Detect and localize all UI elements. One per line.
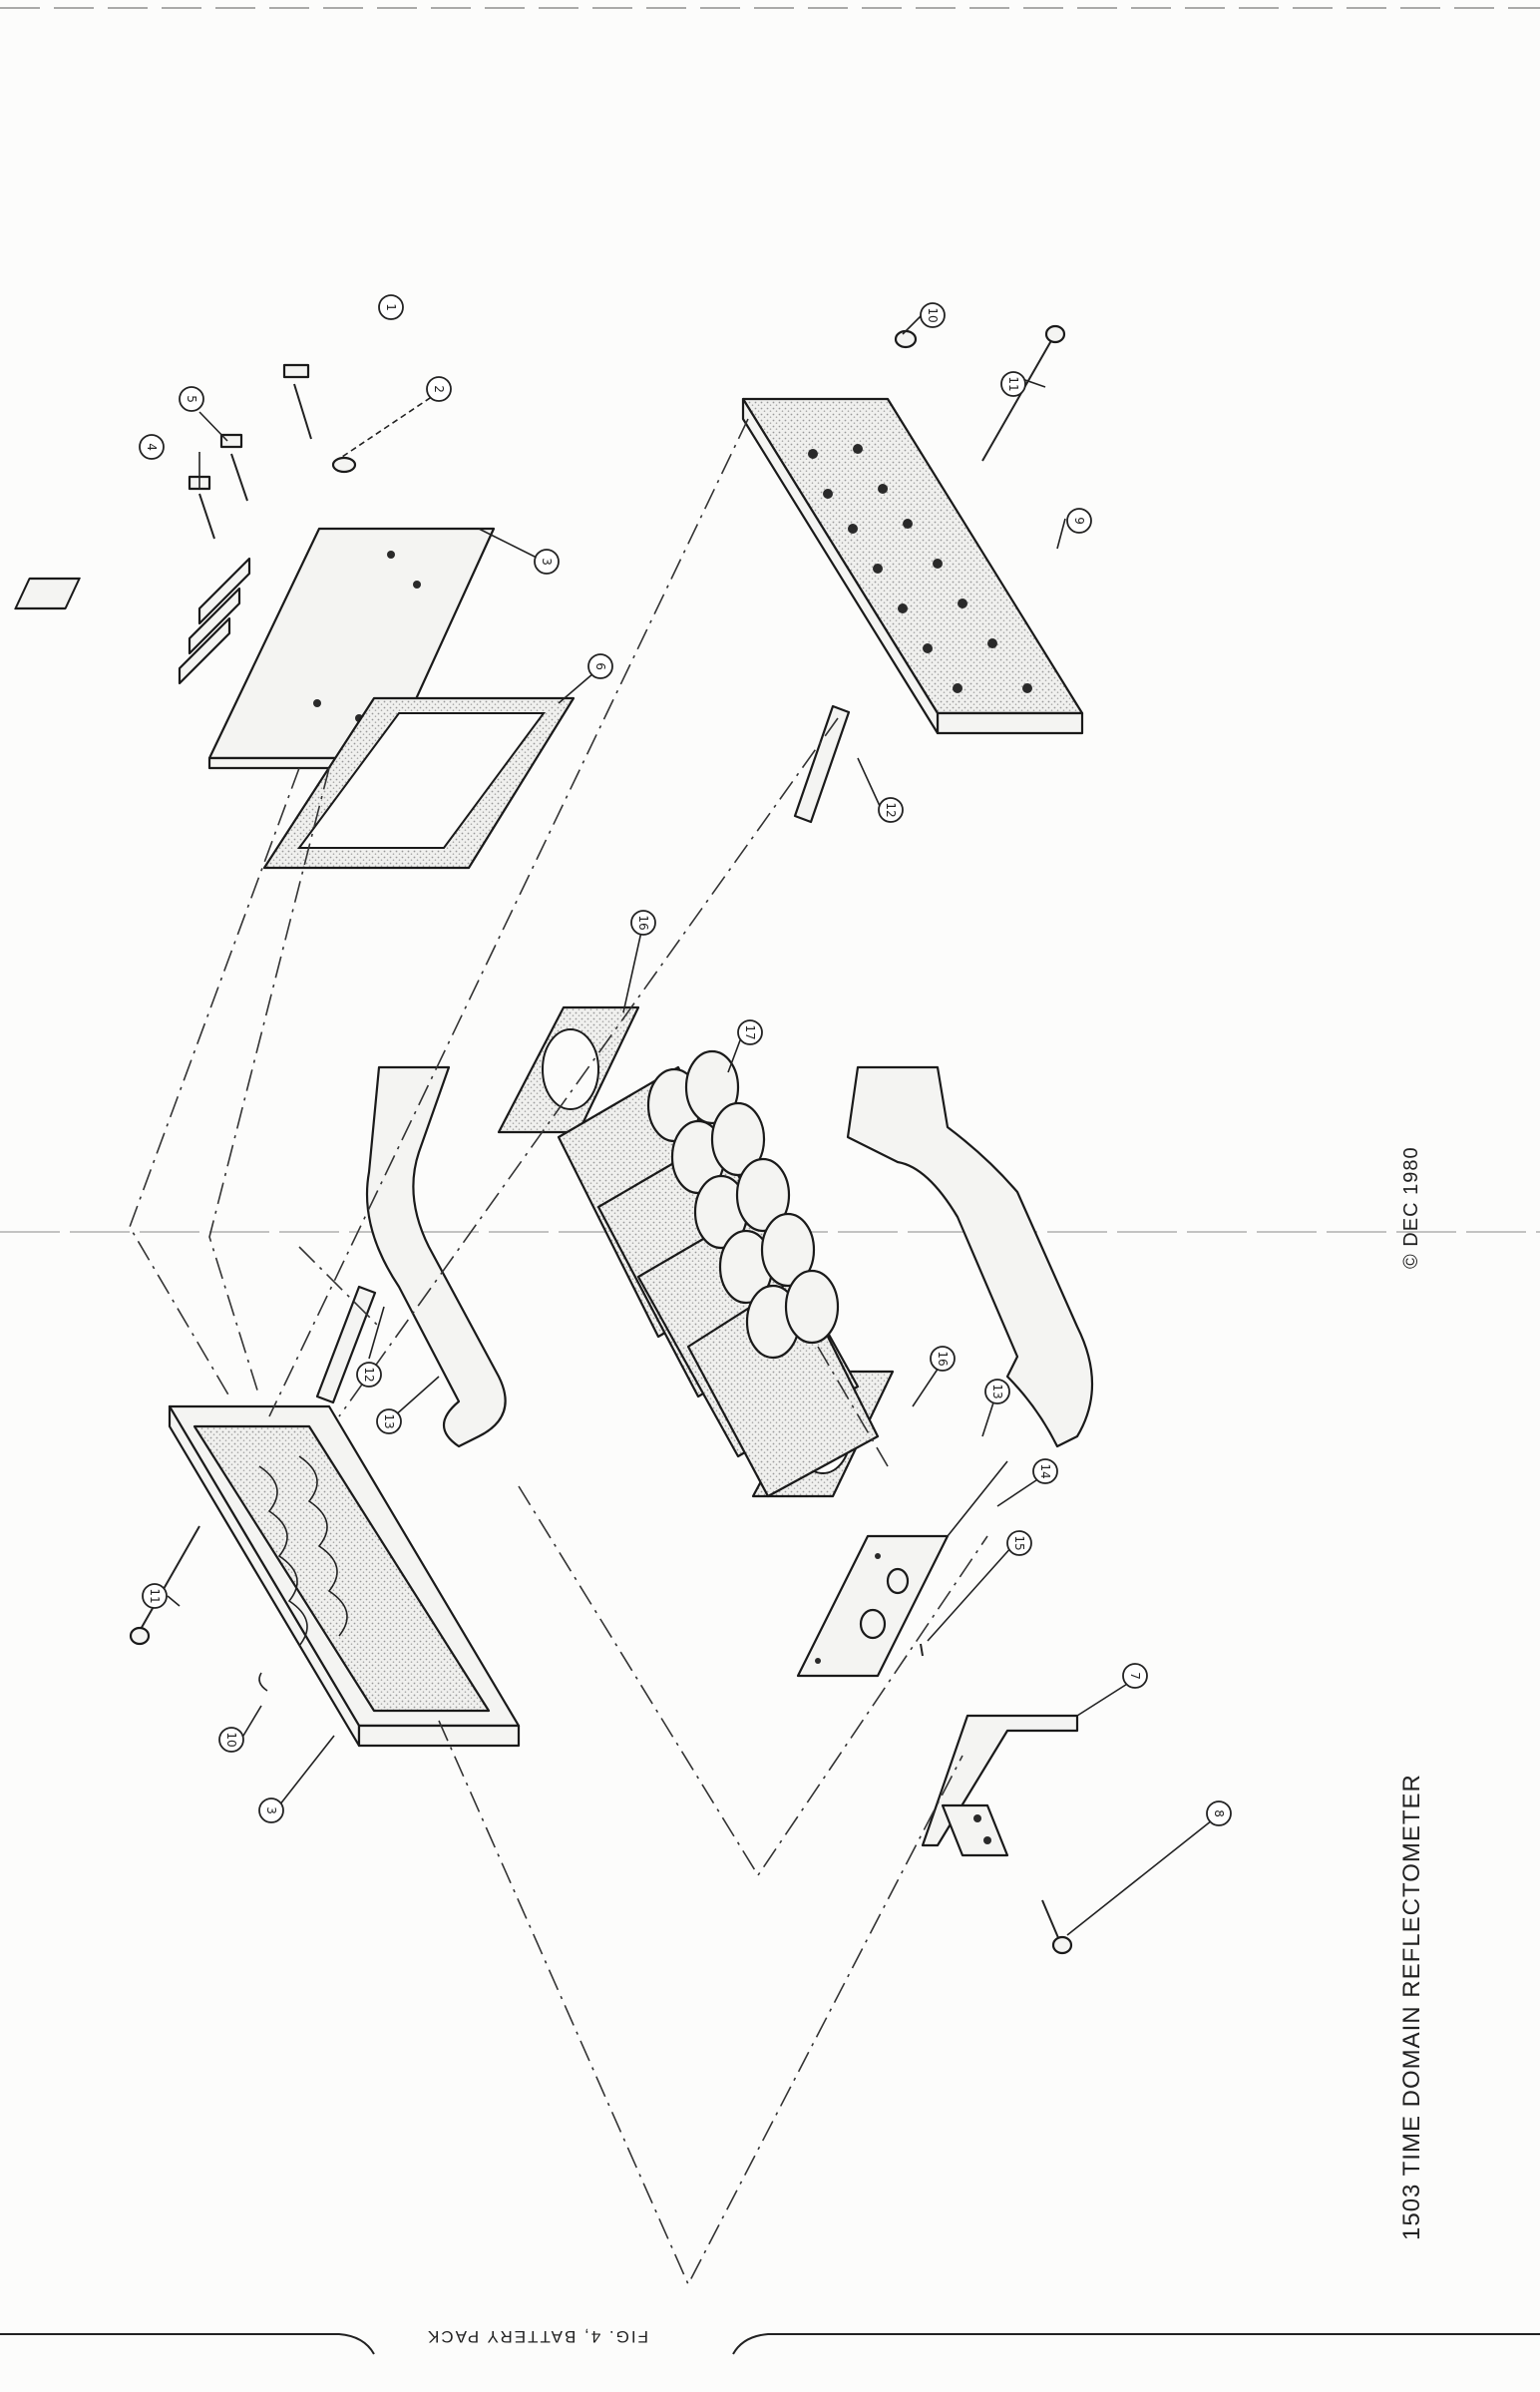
mounting-bracket: [921, 1714, 1079, 1857]
callout-17-label: 17: [743, 1024, 757, 1039]
rod-and-nut-left: [129, 1285, 377, 1692]
callout-4: 4: [139, 434, 165, 460]
callout-12-top-label: 12: [884, 802, 898, 817]
copyright-notice: © DEC 1980: [1400, 1146, 1422, 1269]
callout-10-top-label: 10: [926, 307, 940, 322]
callout-7-label: 7: [1128, 1672, 1142, 1680]
callout-11-left-label: 11: [148, 1588, 162, 1603]
callout-13-right: 13: [984, 1379, 1010, 1404]
side-rail-right: [741, 397, 1084, 735]
callout-5: 5: [179, 386, 204, 412]
cell-gasket-upper: [497, 1005, 640, 1134]
callout-14: 14: [1032, 1458, 1058, 1484]
battery-cells: [557, 1049, 880, 1498]
callout-12-left-label: 12: [362, 1367, 376, 1382]
callout-3-top-label: 3: [540, 558, 554, 566]
callout-8: 8: [1206, 1800, 1232, 1826]
callout-1: 1: [378, 294, 404, 320]
pin: [920, 1643, 924, 1657]
callout-15: 15: [1006, 1530, 1032, 1556]
callout-16-bottom: 16: [930, 1346, 956, 1372]
assembly-lines: [129, 418, 988, 2286]
callout-2-label: 2: [432, 385, 446, 393]
callout-10-left: 10: [218, 1727, 244, 1753]
callout-12-left: 12: [356, 1362, 382, 1388]
leader-lines: [167, 313, 1213, 1936]
callout-15-label: 15: [1012, 1535, 1026, 1550]
callout-11-top-label: 11: [1006, 376, 1020, 391]
cell-strap-lower: [846, 1065, 1093, 1448]
callout-3-top: 3: [534, 549, 560, 575]
callout-6-label: 6: [593, 662, 607, 670]
gasket-frame: [262, 696, 576, 870]
end-housing-bottom: [168, 1404, 521, 1748]
callout-11-top: 11: [1000, 371, 1026, 397]
bottom-border: [0, 2333, 1540, 2355]
callout-13-left-label: 13: [382, 1413, 396, 1428]
figure-caption: FIG. 4, BATTERY PACK: [426, 2327, 648, 2346]
callout-16-bottom-label: 16: [936, 1351, 950, 1366]
callout-9-label: 9: [1072, 517, 1086, 525]
callout-10-left-label: 10: [224, 1732, 238, 1747]
callout-3-bottom-label: 3: [264, 1806, 278, 1814]
callout-9: 9: [1066, 508, 1092, 534]
callout-10-top: 10: [920, 302, 946, 328]
callout-16-top: 16: [630, 910, 656, 936]
callout-13-left: 13: [376, 1408, 402, 1434]
callout-13-right-label: 13: [990, 1384, 1004, 1398]
end-plate-top: [14, 527, 496, 770]
callout-8-label: 8: [1212, 1809, 1226, 1817]
callout-11-left: 11: [142, 1583, 168, 1609]
screws-top: [188, 363, 357, 540]
callout-14-label: 14: [1038, 1463, 1052, 1478]
callout-6: 6: [587, 653, 613, 679]
connector-plate: [796, 1534, 950, 1678]
document-title: 1503 TIME DOMAIN REFLECTOMETER: [1398, 1774, 1425, 2240]
callout-4-label: 4: [145, 443, 159, 451]
callout-2: 2: [426, 376, 452, 402]
callout-7: 7: [1122, 1663, 1148, 1689]
spacer-right: [793, 704, 851, 824]
nut-and-rod-right: [894, 324, 1066, 462]
callout-1-label: 1: [384, 303, 398, 311]
callout-17: 17: [737, 1019, 763, 1045]
callout-12-top: 12: [878, 797, 904, 823]
callout-16-top-label: 16: [636, 915, 650, 930]
cell-strap-upper: [365, 1065, 507, 1448]
callout-3-bottom: 3: [258, 1797, 284, 1823]
bracket-screw: [1041, 1899, 1073, 1955]
callout-5-label: 5: [185, 395, 198, 403]
